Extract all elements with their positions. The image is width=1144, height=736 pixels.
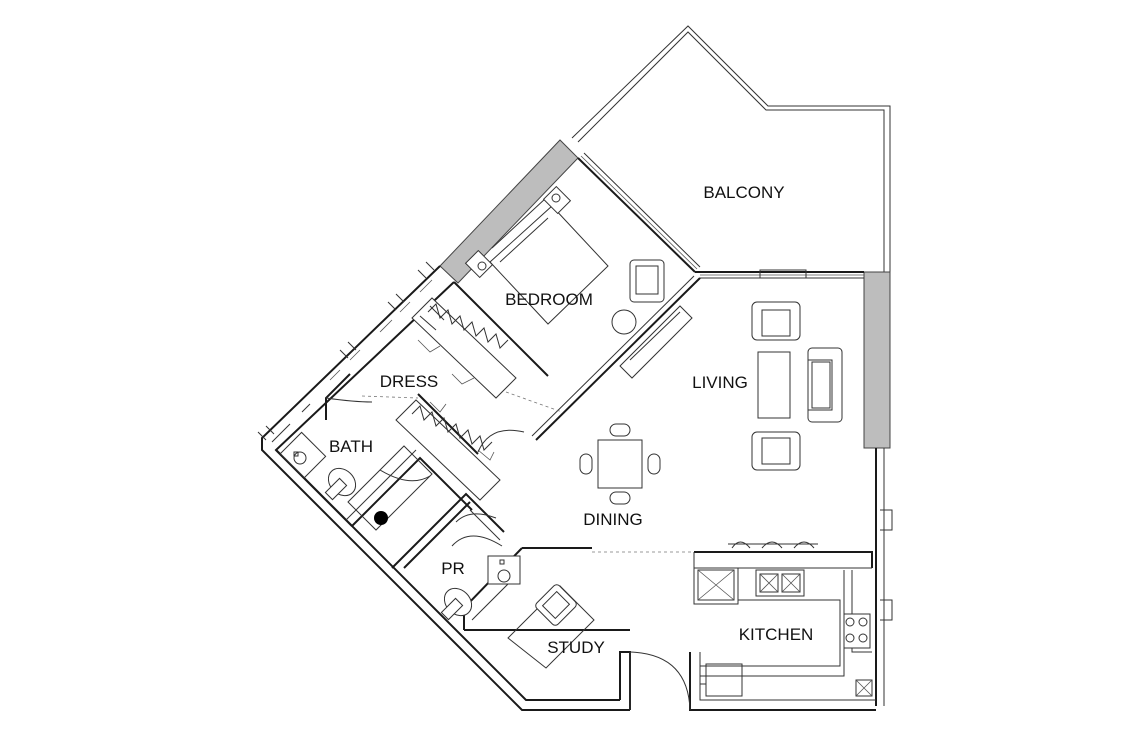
study-desk	[507, 584, 595, 669]
bedroom-tv-console	[619, 305, 693, 379]
dining-table	[579, 423, 661, 505]
room-label-balcony: BALCONY	[703, 183, 784, 202]
room-label-living: LIVING	[692, 373, 748, 392]
living-armchair-top	[751, 301, 801, 341]
room-label-kitchen: KITCHEN	[739, 625, 814, 644]
balcony-outline	[571, 25, 891, 272]
entry-walls	[619, 651, 876, 711]
bedroom-bed	[464, 185, 609, 325]
bedroom-side-table	[611, 309, 637, 335]
bedroom-window-wall	[577, 152, 701, 273]
cooktop	[843, 613, 871, 649]
bedroom-armchair	[629, 259, 665, 303]
outer-right-wall	[875, 448, 893, 706]
living-window-wall	[695, 269, 864, 279]
zone-separators	[361, 391, 700, 553]
door-swings	[455, 429, 525, 523]
bath-vanity	[279, 431, 327, 479]
pr-toilet	[440, 587, 473, 621]
room-label-dining: DINING	[583, 510, 643, 529]
structural-column-right	[863, 271, 891, 449]
room-label-dress: DRESS	[380, 372, 439, 391]
left-window-ticks	[257, 261, 435, 441]
outer-left-wall	[261, 265, 630, 711]
bath-toilet	[324, 467, 357, 501]
interior-walls	[275, 281, 630, 631]
room-label-bedroom: BEDROOM	[505, 290, 593, 309]
room-label-bath: BATH	[329, 437, 373, 456]
living-armchair-bottom	[751, 431, 801, 471]
bedroom-living-wall	[535, 277, 701, 441]
entry-cabinet	[700, 663, 743, 697]
pr-vanity	[487, 555, 521, 585]
bar-stools	[728, 541, 818, 549]
kitchen-sink	[755, 569, 805, 597]
room-label-pr: PR	[441, 559, 465, 578]
kitchen-counter	[693, 551, 873, 677]
kitchen-storage-box	[697, 569, 735, 601]
shower-drain-icon	[374, 511, 388, 525]
room-label-study: STUDY	[547, 638, 605, 657]
wardrobe-lower	[395, 399, 501, 501]
kitchen-corner-box	[855, 679, 873, 697]
living-sofa	[757, 347, 843, 423]
wardrobe-upper	[411, 297, 517, 399]
